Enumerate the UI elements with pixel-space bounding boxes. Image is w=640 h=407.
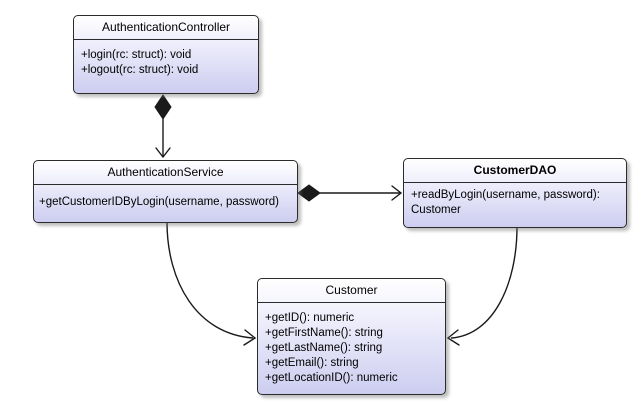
class-methods: +readByLogin(username, password): Custom…: [404, 183, 626, 224]
class-box-authentication-controller: AuthenticationController +login(rc: stru…: [73, 15, 259, 94]
class-methods: +getCustomerIDByLogin(username, password…: [34, 185, 297, 216]
method-label: +logout(rc: struct): void: [81, 64, 199, 76]
method-label: +getLocationID(): numeric: [265, 372, 398, 384]
class-methods: +getID(): numeric +getFirstName(): strin…: [258, 303, 445, 392]
method-label: +getLastName(): string: [265, 342, 383, 354]
open-arrowhead-icon: [243, 329, 257, 346]
connector-service-customer: [166, 221, 257, 346]
open-arrowhead-icon: [155, 147, 171, 159]
class-methods: +login(rc: struct): void +logout(rc: str…: [74, 40, 258, 84]
method-label: +getFirstName(): string: [265, 327, 383, 339]
method-label: +getEmail(): string: [265, 357, 359, 369]
composition-diamond-icon: [297, 184, 321, 202]
method-label: +getID(): numeric: [265, 312, 355, 324]
open-arrowhead-icon: [446, 329, 460, 346]
class-box-customer-dao: CustomerDAO +readByLogin(username, passw…: [403, 158, 627, 228]
connector-dao-customer: [446, 226, 518, 346]
connector-curve: [450, 226, 518, 339]
class-title: AuthenticationService: [34, 161, 297, 185]
connector-controller-service: [154, 94, 172, 159]
class-title: Customer: [258, 279, 445, 303]
open-arrowhead-icon: [391, 185, 403, 201]
method-label: +getCustomerIDByLogin(username, password…: [39, 196, 280, 208]
method-label: +login(rc: struct): void: [81, 49, 192, 61]
class-title: CustomerDAO: [404, 159, 626, 183]
composition-diamond-icon: [154, 94, 172, 120]
class-box-authentication-service: AuthenticationService +getCustomerIDByLo…: [33, 160, 298, 223]
class-title: AuthenticationController: [74, 16, 258, 40]
method-label: +readByLogin(username, password): Custom…: [411, 189, 600, 216]
connector-curve: [166, 221, 254, 339]
class-box-customer: Customer +getID(): numeric +getFirstName…: [257, 278, 446, 395]
connector-service-dao: [297, 184, 403, 202]
